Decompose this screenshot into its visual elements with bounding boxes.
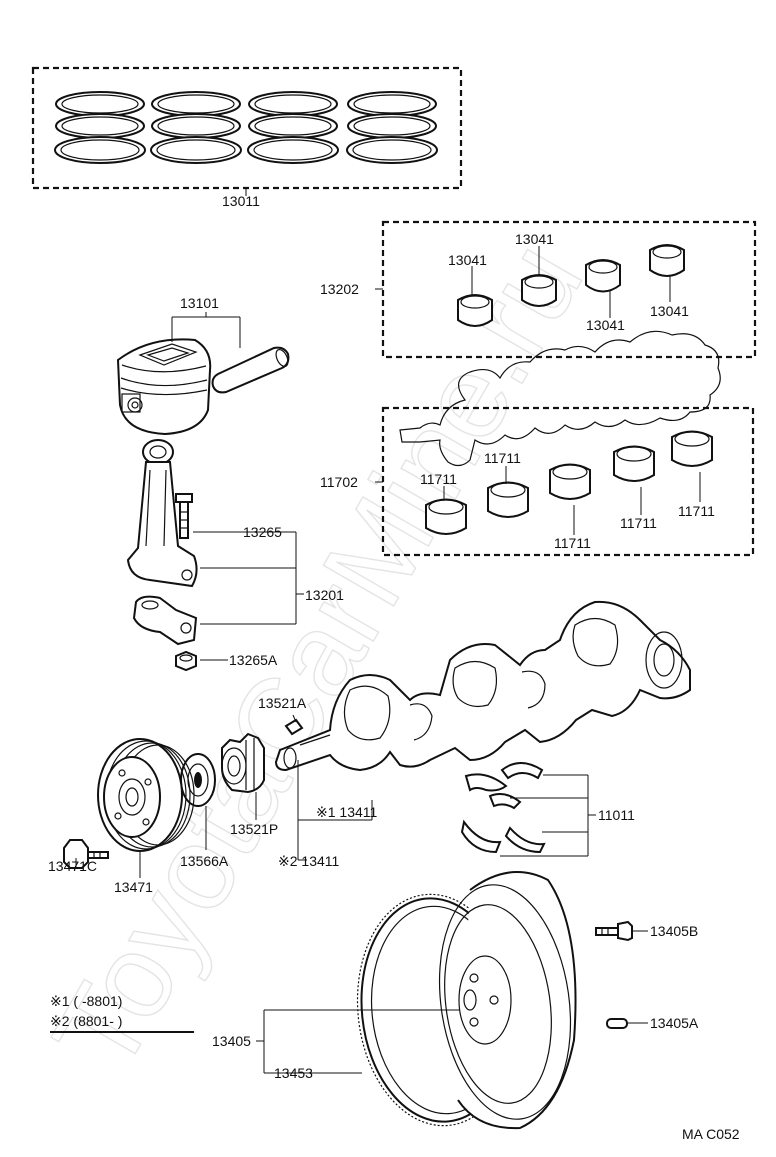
- flywheel-dowel-pin[interactable]: [606, 1018, 628, 1029]
- ring-stack-3: [247, 91, 339, 164]
- label-13405A[interactable]: 13405A: [650, 1015, 699, 1031]
- label-13041-b[interactable]: 13041: [515, 231, 554, 247]
- label-13041-d[interactable]: 13041: [650, 303, 689, 319]
- label-13202[interactable]: 13202: [320, 281, 359, 297]
- main-bearing-4[interactable]: [613, 445, 655, 482]
- label-13521A[interactable]: 13521A: [258, 695, 307, 711]
- piston-pin[interactable]: [211, 346, 291, 394]
- crankshaft-timing-gear[interactable]: [221, 732, 265, 794]
- label-11711-c[interactable]: 11711: [554, 535, 591, 551]
- label-11011[interactable]: 11011: [598, 807, 635, 823]
- piston-ring-set-box: [31, 66, 463, 190]
- label-13265[interactable]: 13265: [243, 524, 282, 540]
- label-13453[interactable]: 13453: [274, 1065, 313, 1081]
- label-13471[interactable]: 13471: [114, 879, 153, 895]
- main-bearing-3[interactable]: [549, 463, 591, 500]
- label-13101[interactable]: 13101: [180, 295, 219, 311]
- legend-note-2: ※2 (8801- ): [50, 1013, 122, 1029]
- main-bearing-2[interactable]: [487, 481, 529, 518]
- label-13521P[interactable]: 13521P: [230, 821, 278, 837]
- ring-stack-2: [150, 91, 242, 164]
- label-13405B[interactable]: 13405B: [650, 923, 698, 939]
- rod-bearing-3[interactable]: [585, 259, 621, 293]
- label-13411-2[interactable]: ※2 13411: [278, 853, 340, 869]
- connecting-rod-nut[interactable]: [175, 650, 197, 672]
- piston-with-pin[interactable]: [116, 338, 212, 436]
- crankshaft[interactable]: [274, 600, 691, 772]
- ring-stack-4: [346, 91, 438, 164]
- flywheel[interactable]: [425, 871, 585, 1130]
- rod-bearing-1[interactable]: [457, 294, 493, 327]
- thrust-washer-set[interactable]: [460, 762, 546, 854]
- label-13471C[interactable]: 13471C: [48, 858, 97, 874]
- rod-bearing-box: [381, 220, 757, 359]
- label-11702[interactable]: 11702: [320, 474, 358, 490]
- main-bearing-1[interactable]: [425, 498, 467, 535]
- main-bearing-5[interactable]: [671, 430, 713, 467]
- label-13566A[interactable]: 13566A: [180, 853, 229, 869]
- legend: ※1 ( -8801) ※2 (8801- ): [50, 993, 194, 1033]
- label-13265A[interactable]: 13265A: [229, 652, 278, 668]
- rod-bearing-4[interactable]: [649, 244, 685, 277]
- ring-stack-1: [54, 91, 146, 164]
- crankshaft-key[interactable]: [284, 718, 304, 736]
- label-13011[interactable]: 13011: [222, 193, 260, 209]
- label-13411-1[interactable]: ※1 13411: [316, 804, 378, 820]
- label-11711-b[interactable]: 11711: [484, 450, 521, 466]
- label-11711-d[interactable]: 11711: [620, 515, 657, 531]
- connecting-rod[interactable]: [126, 439, 198, 588]
- legend-note-1: ※1 ( -8801): [50, 993, 122, 1009]
- diagram-code: MA C052: [682, 1126, 740, 1142]
- label-11711-a[interactable]: 11711: [420, 471, 457, 487]
- label-11711-e[interactable]: 11711: [678, 503, 715, 519]
- label-13201[interactable]: 13201: [305, 587, 344, 603]
- label-13041-c[interactable]: 13041: [586, 317, 625, 333]
- flywheel-bolt[interactable]: [595, 920, 633, 942]
- connecting-rod-bolt[interactable]: [175, 493, 193, 539]
- crankshaft-ghost-outline: [399, 330, 721, 467]
- connecting-rod-cap[interactable]: [132, 595, 198, 646]
- pulley-bolt[interactable]: [63, 839, 109, 869]
- label-13405[interactable]: 13405: [212, 1033, 251, 1049]
- label-13041-a[interactable]: 13041: [448, 252, 487, 268]
- crankshaft-pulley[interactable]: [97, 738, 195, 852]
- rod-bearing-2[interactable]: [521, 274, 557, 307]
- piston-ring-set[interactable]: [54, 91, 438, 164]
